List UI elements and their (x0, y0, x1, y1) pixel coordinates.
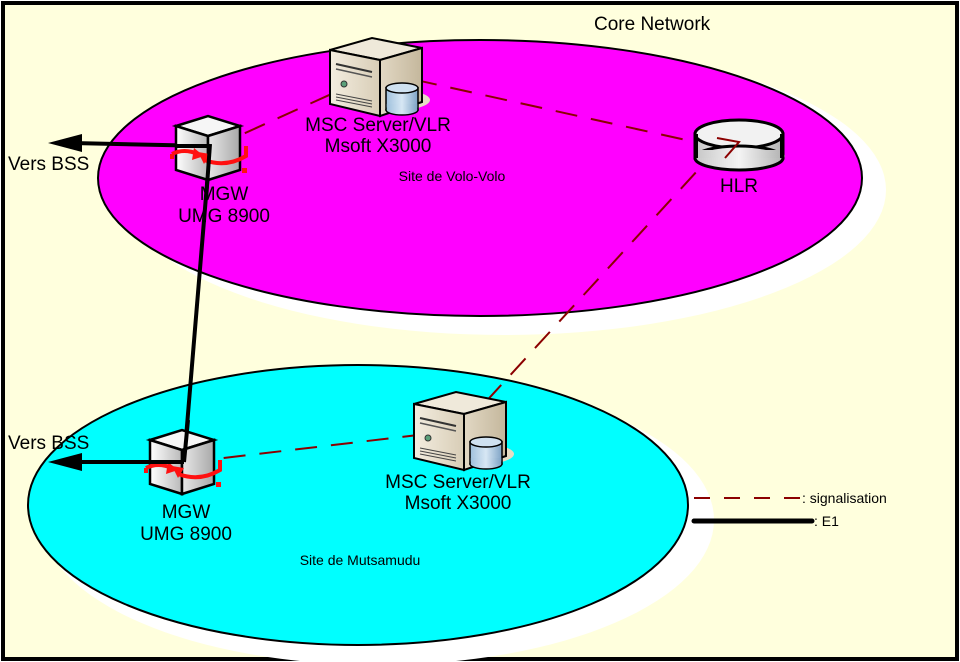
site-mutsamudu-ellipse (27, 364, 689, 646)
link-e1-overlay-volo (204, 143, 212, 201)
database-icon (693, 118, 785, 150)
legend-item-signalisation: : signalisation (694, 490, 887, 506)
link-e1-overlay-mutsa (182, 419, 190, 463)
link-e1-mgw-volo-mgw-mutsa (182, 147, 212, 463)
link-hlr-msc-mutsa (459, 145, 721, 431)
mgw-volo-label-line2: UMG 8900 (178, 206, 270, 227)
link-msc-volo-hlr (379, 71, 741, 153)
diagram-title: Core Network (594, 14, 711, 35)
legend-item-e1: : E1 (691, 513, 839, 529)
msc-volo-label-line2: Msoft X3000 (325, 136, 432, 157)
msc-server-volo-volo (329, 37, 431, 117)
mgw-mutsa-label-line2: UMG 8900 (140, 524, 232, 545)
site-volo-volo-ellipse (97, 39, 863, 317)
bss-label-mutsa: Vers BSS (8, 433, 89, 454)
msc-mutsa-label-line2: Msoft X3000 (405, 493, 512, 514)
mgw-volo-label-line1: MGW (200, 184, 249, 205)
hlr-label: HLR (720, 176, 758, 197)
legend: : signalisation : E1 (691, 490, 887, 529)
site-volo-volo-label: Site de Volo-Volo (399, 168, 506, 184)
mgw-mutsa-label-line1: MGW (162, 502, 211, 523)
hlr-database (693, 118, 785, 172)
legend-label-e1: : E1 (814, 513, 839, 529)
bss-label-volo: Vers BSS (8, 154, 89, 175)
arrow-to-bss-mutsa (48, 453, 82, 471)
msc-server-mutsamudu (413, 391, 515, 471)
site-mutsamudu-label: Site de Mutsamudu (300, 552, 421, 568)
server-icon (329, 37, 431, 117)
arrow-to-bss-volo (48, 134, 82, 152)
server-icon (413, 391, 515, 471)
legend-label-signalisation: : signalisation (802, 490, 887, 506)
msc-volo-label-line1: MSC Server/VLR (305, 115, 451, 136)
msc-mutsa-label-line1: MSC Server/VLR (385, 472, 531, 493)
